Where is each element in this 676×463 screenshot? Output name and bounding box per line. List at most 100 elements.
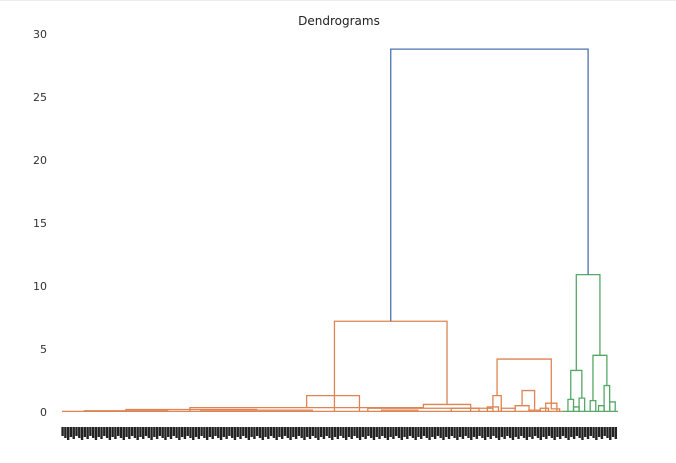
leaf-label xyxy=(570,427,573,437)
leaf-label xyxy=(592,427,595,438)
leaf-label xyxy=(261,427,264,440)
leaf-label xyxy=(475,427,479,439)
leaf-label xyxy=(233,427,237,440)
leaf-label xyxy=(372,427,376,440)
leaf-label xyxy=(178,427,181,440)
leaf-label xyxy=(258,427,262,438)
leaf-label xyxy=(578,427,581,438)
leaf-label xyxy=(336,427,340,439)
leaf-label xyxy=(267,427,270,439)
dendrogram-link xyxy=(575,274,601,371)
top-border xyxy=(0,0,676,1)
leaf-label xyxy=(514,427,517,437)
leaf-label xyxy=(211,427,214,439)
leaf-label xyxy=(506,427,509,436)
leaf-label xyxy=(411,427,415,438)
leaf-label xyxy=(130,427,134,436)
leaf-label xyxy=(397,427,401,438)
leaf-label xyxy=(228,427,231,436)
leaf-label xyxy=(236,427,239,437)
leaf-label xyxy=(308,427,312,439)
leaf-label xyxy=(550,427,554,438)
dendrogram-link xyxy=(578,397,586,412)
dendrogram-link xyxy=(609,401,616,412)
leaf-label xyxy=(91,427,95,438)
leaf-label xyxy=(111,427,114,437)
leaf-label xyxy=(78,427,81,438)
leaf-label xyxy=(133,427,137,438)
leaf-label xyxy=(609,427,612,440)
leaf-label xyxy=(500,427,504,437)
leaf-label xyxy=(534,427,537,436)
dendrogram-link xyxy=(521,389,536,411)
leaf-label xyxy=(575,427,579,436)
leaf-label xyxy=(89,427,92,436)
leaf-label xyxy=(422,427,426,436)
leaf-label xyxy=(378,427,381,439)
leaf-label xyxy=(464,427,467,436)
leaf-label xyxy=(331,427,334,440)
leaf-label xyxy=(183,427,187,439)
leaf-label xyxy=(64,427,67,438)
leaf-label xyxy=(436,427,440,436)
leaf-label xyxy=(250,427,253,437)
leaf-label xyxy=(272,427,276,438)
leaf-label xyxy=(269,427,273,436)
leaf-label xyxy=(606,427,609,438)
leaf-label xyxy=(303,427,306,440)
dendrogram-link xyxy=(390,48,589,322)
leaf-label xyxy=(167,427,170,437)
leaf-label xyxy=(559,427,562,439)
leaf-label xyxy=(292,427,295,437)
leaf-label xyxy=(214,427,217,436)
leaf-label xyxy=(194,427,198,437)
leaf-label xyxy=(478,427,481,436)
leaf-label xyxy=(244,427,248,438)
leaf-label xyxy=(486,427,490,437)
leaf-label xyxy=(200,427,203,436)
leaf-label xyxy=(508,427,512,438)
leaf-label xyxy=(403,427,406,437)
leaf-label xyxy=(180,427,184,437)
leaf-label xyxy=(450,427,453,436)
leaf-label xyxy=(531,427,534,439)
leaf-label xyxy=(400,427,403,440)
leaf-label xyxy=(586,427,590,439)
dendrogram-link xyxy=(125,408,258,411)
leaf-label xyxy=(186,427,189,436)
leaf-label xyxy=(589,427,592,436)
leaf-label xyxy=(344,427,348,440)
leaf-label xyxy=(439,427,442,438)
leaf-label xyxy=(205,427,209,440)
leaf-label xyxy=(192,427,195,440)
leaf-label xyxy=(169,427,173,439)
leaf-label xyxy=(389,427,392,437)
leaf-label xyxy=(406,427,409,439)
dendrogram-link xyxy=(603,384,611,412)
leaf-label xyxy=(417,427,420,437)
leaf-label xyxy=(122,427,125,440)
leaf-label xyxy=(356,427,359,438)
leaf-label xyxy=(381,427,384,436)
leaf-label xyxy=(495,427,498,438)
leaf-label xyxy=(139,427,142,437)
leaf-label xyxy=(225,427,228,439)
leaf-label xyxy=(572,427,576,439)
leaf-label xyxy=(483,427,487,440)
leaf-label xyxy=(481,427,484,438)
leaf-label xyxy=(72,427,75,439)
leaf-label xyxy=(311,427,314,436)
y-tick-label: 25 xyxy=(33,91,47,104)
leaf-label xyxy=(136,427,139,440)
leaf-label xyxy=(203,427,206,438)
dendrogram-link xyxy=(492,394,502,412)
leaf-label xyxy=(595,427,598,440)
leaf-label xyxy=(242,427,245,436)
leaf-label xyxy=(100,427,103,439)
y-tick-label: 15 xyxy=(33,217,47,230)
leaf-label xyxy=(86,427,89,439)
dendrogram-link xyxy=(305,394,361,412)
leaf-label xyxy=(230,427,234,438)
leaf-label xyxy=(428,427,431,440)
